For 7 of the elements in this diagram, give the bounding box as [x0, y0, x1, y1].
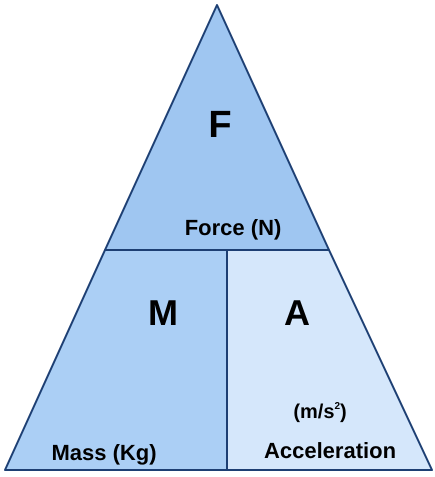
symbol-label: F [208, 106, 232, 144]
quantity-label: Mass (Kg) [51, 442, 157, 464]
quantity-label: (m/s$^{2}$) [293, 402, 347, 422]
symbol-label: A [284, 295, 310, 331]
symbol-label: M [148, 295, 178, 331]
quantity-label: Acceleration [264, 440, 396, 462]
quantity-label: Force (N) [184, 217, 282, 239]
